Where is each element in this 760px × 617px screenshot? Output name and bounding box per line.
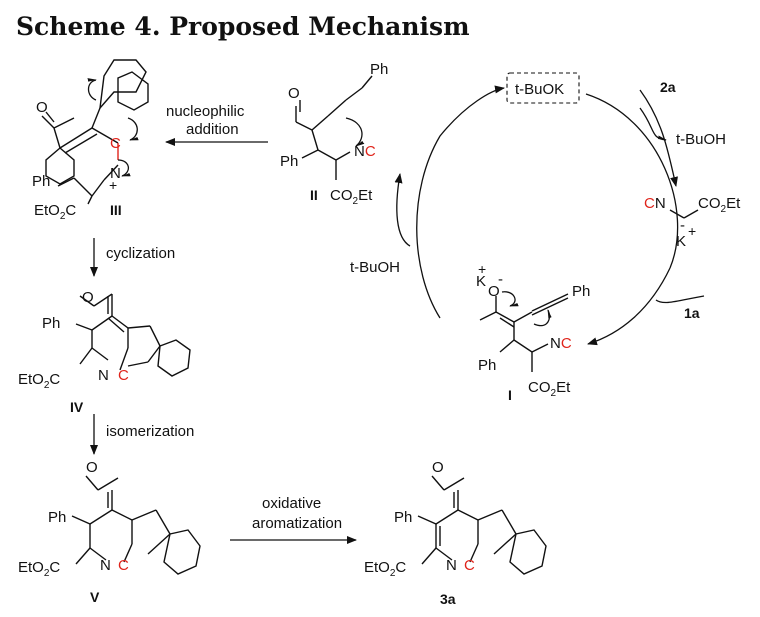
3a-ester-label: EtO2C: [364, 559, 406, 579]
compound-I: O K + - Ph Ph NC I CO2Et: [476, 261, 590, 403]
isocyanoacetate-anion: CN CO2Et - K +: [644, 195, 741, 250]
II-oxygen-label: O: [288, 85, 300, 102]
compound-II-label: II: [310, 187, 318, 203]
catalyst-label: t-BuOK: [515, 81, 564, 98]
reagent-1a-label: 1a: [684, 305, 700, 321]
3a-carbon-red-label: C: [464, 557, 475, 574]
3a-ph-label: Ph: [394, 509, 412, 526]
III-carbon-red-label: C: [110, 135, 121, 152]
III-nitrogen-label: N: [110, 165, 121, 182]
III-ph-label: Ph: [32, 173, 50, 190]
step-oxidative-label: oxidative: [262, 495, 321, 512]
byproduct-tbuoh-left-label: t-BuOH: [350, 259, 400, 276]
IV-nitrogen-label: N: [98, 367, 109, 384]
3a-oxygen-label: O: [432, 459, 444, 476]
anion-potassium-plus-label: +: [688, 223, 696, 239]
I-oxygen-label: O: [488, 283, 500, 300]
catalytic-cycle: [394, 85, 705, 346]
I-isocyanide-label: NC: [550, 335, 572, 352]
anion-isocyanide-label: CN: [644, 195, 666, 212]
compound-IV: O Ph N C EtO2C IV: [18, 289, 191, 415]
step-aromatization-label: aromatization: [252, 515, 342, 532]
II-ph-label: Ph: [370, 61, 388, 78]
III-oxygen-label: O: [36, 99, 48, 116]
V-ester-label: EtO2C: [18, 559, 60, 579]
compound-III-label: III: [110, 202, 122, 218]
IV-ester-label: EtO2C: [18, 371, 60, 391]
step-isomerization-label: isomerization: [106, 423, 194, 440]
V-oxygen-label: O: [86, 459, 98, 476]
scheme-title: Scheme 4. Proposed Mechanism: [16, 12, 470, 41]
IV-carbon-red-label: C: [118, 367, 129, 384]
III-plus-label: +: [109, 177, 117, 193]
II-ester-label: CO2Et: [330, 187, 373, 207]
step-nucleophilic-label: nucleophilic: [166, 103, 245, 120]
V-nitrogen-label: N: [100, 557, 111, 574]
compound-IV-label: IV: [70, 399, 84, 415]
compound-3a: O Ph N C EtO2C 3a: [364, 459, 547, 607]
3a-nitrogen-label: N: [446, 557, 457, 574]
step-addition-label: addition: [186, 121, 239, 138]
I-ester-label: CO2Et: [528, 379, 571, 399]
anion-ester-label: CO2Et: [698, 195, 741, 215]
V-carbon-red-label: C: [118, 557, 129, 574]
II-ph-left-label: Ph: [280, 153, 298, 170]
step-cyclization-label: cyclization: [106, 245, 175, 262]
compound-III: O C N + Ph EtO2C III: [32, 59, 149, 222]
compound-V-label: V: [90, 589, 100, 605]
compound-3a-label: 3a: [440, 591, 456, 607]
anion-potassium-label: K: [676, 233, 686, 250]
I-ph-label: Ph: [572, 283, 590, 300]
compound-II: O Ph Ph NC II CO2Et: [280, 61, 388, 207]
V-ph-label: Ph: [48, 509, 66, 526]
reagent-2a-label: 2a: [660, 79, 676, 95]
I-potassium-plus-label: +: [478, 261, 486, 277]
I-potassium-label: K: [476, 273, 486, 290]
anion-minus-label: -: [680, 217, 685, 234]
compound-I-label: I: [508, 387, 512, 403]
II-isocyanide-label: NC: [354, 143, 376, 160]
compound-V: O Ph N C EtO2C V: [18, 459, 201, 605]
byproduct-tbuoh-top-label: t-BuOH: [676, 131, 726, 148]
III-ester-label: EtO2C: [34, 202, 76, 222]
I-ph-left-label: Ph: [478, 357, 496, 374]
I-minus-label: -: [498, 271, 503, 288]
IV-ph-label: Ph: [42, 315, 60, 332]
IV-oxygen-label: O: [82, 289, 94, 306]
